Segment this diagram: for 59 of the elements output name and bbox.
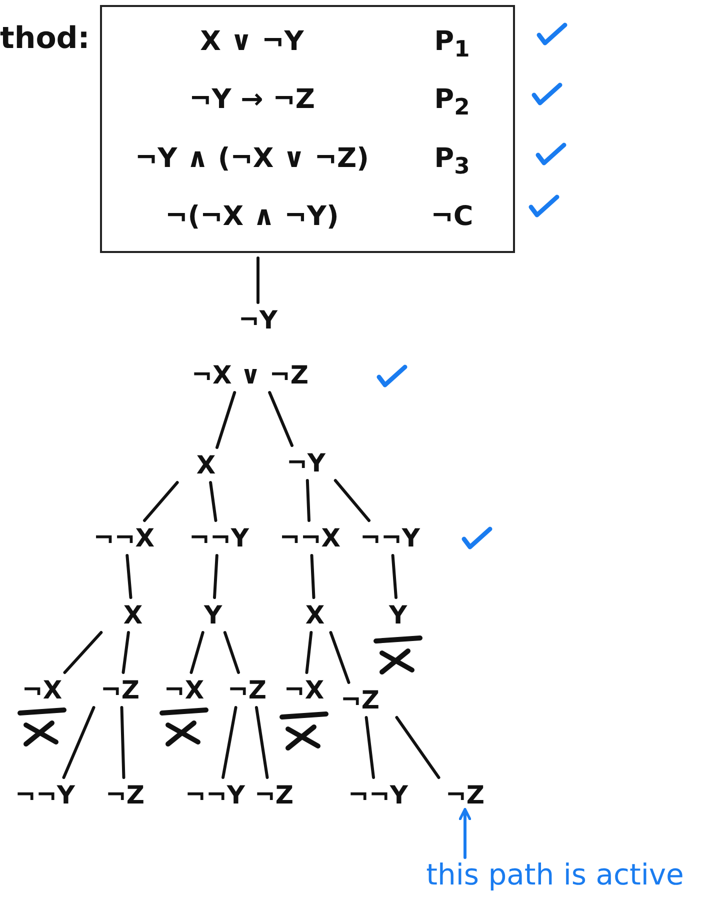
tree-formula: ¬Z bbox=[254, 782, 294, 808]
tree-formula: ¬X bbox=[164, 678, 204, 702]
formula-text: X ∨ ¬Y bbox=[199, 28, 305, 59]
tree-formula: ¬X bbox=[22, 678, 62, 702]
branch-line bbox=[120, 706, 126, 779]
tree-formula: ¬Z bbox=[105, 782, 145, 808]
branch-line bbox=[190, 631, 204, 674]
branch-line bbox=[62, 706, 96, 779]
tree-formula: ¬¬Y bbox=[360, 526, 420, 550]
arrow bbox=[458, 808, 472, 859]
tree-formula: ¬Z bbox=[227, 678, 267, 702]
tree-formula: ¬¬X bbox=[93, 526, 155, 550]
branch-line bbox=[122, 631, 130, 674]
premise-label: P$_{1}$ bbox=[433, 28, 471, 61]
tree-formula: ¬Y bbox=[286, 450, 326, 476]
branch-line bbox=[213, 554, 218, 599]
tree-formula: ¬X bbox=[284, 678, 324, 702]
tree-formula: X bbox=[305, 602, 325, 628]
tree-formula: ¬X ∨ ¬Z bbox=[192, 362, 308, 388]
tree-formula: ¬Z bbox=[445, 782, 485, 808]
branch-line bbox=[63, 631, 103, 674]
tree-formula: ¬¬Y bbox=[348, 782, 408, 808]
tree-formula: Y bbox=[388, 602, 408, 628]
premise-label: ¬C bbox=[430, 203, 474, 230]
branch-line bbox=[305, 631, 313, 674]
premise-label: P$_{2}$ bbox=[433, 86, 471, 120]
branch-line bbox=[395, 716, 440, 779]
tree-formula: ¬¬X bbox=[279, 526, 341, 550]
cut-off-text: thod: bbox=[0, 24, 90, 54]
tree-formula: X bbox=[196, 452, 216, 478]
tree-formula: ¬Y bbox=[238, 308, 278, 332]
branch-line bbox=[254, 706, 269, 779]
formula-text: ¬(¬X ∧ ¬Y) bbox=[164, 203, 340, 230]
tree-formula: ¬¬Y bbox=[15, 782, 75, 808]
branch-line bbox=[391, 554, 398, 599]
branch-line bbox=[216, 391, 236, 449]
branch-line bbox=[329, 631, 350, 684]
branch-line bbox=[310, 554, 316, 599]
premise-box bbox=[100, 5, 515, 253]
formula-text: ¬Y → ¬Z bbox=[188, 86, 316, 118]
formula-text: ¬Y ∧ (¬X ∨ ¬Z) bbox=[134, 144, 370, 176]
tree-formula: Y bbox=[204, 602, 222, 628]
branch-line bbox=[256, 256, 260, 304]
premise-label: P$_{3}$ bbox=[433, 144, 471, 178]
branch-line bbox=[268, 391, 294, 447]
tree-formula: X bbox=[123, 602, 143, 628]
tree-formula: ¬¬Y bbox=[185, 782, 245, 808]
branch-line bbox=[222, 706, 238, 779]
annotation-text: this path is active bbox=[426, 860, 684, 890]
branch-line bbox=[126, 554, 132, 599]
branch-line bbox=[209, 481, 218, 522]
tree-formula: ¬Z bbox=[100, 678, 140, 702]
branch-line bbox=[334, 479, 370, 522]
branch-line bbox=[223, 631, 240, 674]
tree-formula: ¬Z bbox=[340, 688, 380, 712]
branch-line bbox=[143, 481, 179, 522]
branch-line bbox=[364, 716, 375, 779]
tree-formula: ¬¬Y bbox=[189, 526, 249, 550]
branch-line bbox=[306, 479, 310, 522]
